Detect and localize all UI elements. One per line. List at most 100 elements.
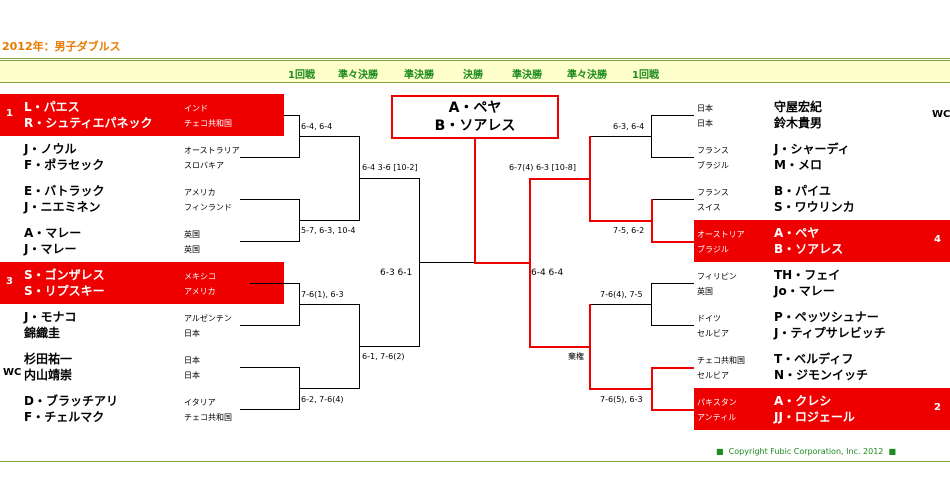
- seed-label: 3: [6, 276, 13, 287]
- country-2: フィンランド: [184, 203, 232, 212]
- country-1: オーストリア: [697, 230, 745, 239]
- player-2: 内山靖崇: [24, 368, 73, 382]
- bracket-line: [651, 157, 694, 158]
- country-2: チェコ共和国: [184, 119, 232, 128]
- player-2: 鈴木貴男: [774, 116, 823, 130]
- player-1: B・パイユ: [774, 184, 831, 198]
- bracket-line: [419, 262, 474, 263]
- round-label-left-r1: 1回戦: [288, 70, 315, 81]
- score-left-r1-1: 6-4, 6-4: [301, 122, 333, 131]
- player-2: Jo・マレー: [774, 284, 835, 298]
- score-right-r1-4: 7-6(5), 6-3: [600, 395, 643, 404]
- country-1: オーストラリア: [184, 146, 240, 155]
- bracket-line: [651, 199, 694, 200]
- bracket-line: [651, 115, 694, 116]
- bracket-line: [240, 157, 299, 158]
- country-2: スイス: [697, 203, 721, 212]
- country-1: チェコ共和国: [697, 356, 745, 365]
- country-2: セルビア: [697, 371, 729, 380]
- bracket-line: [589, 388, 652, 390]
- square-icon: ■: [888, 447, 897, 456]
- bracket-line: [240, 409, 299, 410]
- country-2: 日本: [697, 119, 713, 128]
- bracket-line: [651, 409, 694, 411]
- bracket-line: [589, 220, 652, 222]
- bracket-line: [299, 220, 359, 221]
- bracket-line: [651, 283, 652, 326]
- country-2: 日本: [184, 329, 200, 338]
- player-1: J・モナコ: [24, 310, 77, 324]
- player-1: 守屋宏紀: [774, 100, 823, 114]
- country-2: スロバキア: [184, 161, 224, 170]
- country-1: 英国: [184, 230, 200, 239]
- bracket-line: [240, 325, 299, 326]
- player-2: B・ソアレス: [774, 242, 844, 256]
- copyright: ■ Copyright Fubic Corporation, Inc. 2012…: [716, 447, 896, 456]
- player-1: A・マレー: [24, 226, 82, 240]
- country-2: アメリカ: [184, 287, 216, 296]
- bracket-line: [651, 283, 694, 284]
- country-2: アンティル: [697, 413, 737, 422]
- player-1: J・ノウル: [24, 142, 77, 156]
- country-1: フランス: [697, 188, 729, 197]
- player-1: D・ブラッチアリ: [24, 394, 118, 408]
- country-2: ブラジル: [697, 161, 729, 170]
- bracket-line: [651, 367, 653, 410]
- player-1: A・ペヤ: [774, 226, 820, 240]
- player-2: J・ティプサレビッチ: [774, 326, 886, 340]
- left-team-6: J・モナコ錦織圭 アルゼンチン日本: [0, 304, 284, 346]
- bracket-line: [284, 115, 299, 116]
- seed-label: 1: [6, 108, 13, 119]
- divider: [0, 58, 950, 59]
- player-2: 錦織圭: [24, 326, 61, 340]
- player-1: 杉田祐一: [24, 352, 73, 366]
- player-1: L・パエス: [24, 100, 80, 114]
- score-right-r1-3: 7-6(4), 7-5: [600, 290, 643, 299]
- bracket-line: [240, 367, 299, 368]
- seed-label: 2: [934, 402, 941, 413]
- bracket-line: [651, 115, 652, 158]
- round-label-right-qf: 準々決勝: [567, 70, 607, 81]
- score-left-r1-4: 6-2, 7-6(4): [301, 395, 344, 404]
- bracket-line: [476, 262, 530, 264]
- bracket-line: [651, 325, 694, 326]
- player-2: S・ワウリンカ: [774, 200, 855, 214]
- score-right-r1-1: 6-3, 6-4: [613, 122, 645, 131]
- seed-label: 4: [934, 234, 941, 245]
- round-label-left-sf: 準決勝: [404, 70, 434, 81]
- score-left-qf-2: 6-1, 7-6(2): [362, 352, 405, 361]
- bracket-line: [651, 367, 694, 369]
- player-1: T・ベルディフ: [774, 352, 854, 366]
- player-2: JJ・ロジェール: [774, 410, 855, 424]
- player-1: S・ゴンザレス: [24, 268, 105, 282]
- score-left-qf-1: 6-4 3-6 [10-2]: [362, 163, 418, 172]
- bracket-line: [529, 346, 590, 348]
- bracket-line: [651, 241, 694, 243]
- bracket-line: [299, 388, 359, 389]
- country-1: アルゼンチン: [184, 314, 232, 323]
- square-icon: ■: [716, 447, 724, 456]
- country-1: イタリア: [184, 398, 216, 407]
- bracket-line: [240, 241, 299, 242]
- player-2: S・リプスキー: [24, 284, 105, 298]
- score-left-sf: 6-3 6-1: [380, 268, 413, 278]
- champion-player-1: A・ペヤ: [448, 100, 502, 116]
- player-2: F・チェルマク: [24, 410, 105, 424]
- round-label-final: 決勝: [463, 70, 483, 81]
- round-label-left-qf: 準々決勝: [338, 70, 378, 81]
- round-label-right-sf: 準決勝: [512, 70, 542, 81]
- country-1: 日本: [697, 104, 713, 113]
- bracket-line: [589, 304, 591, 389]
- player-1: TH・フェイ: [774, 268, 841, 282]
- bracket-line: [589, 136, 651, 137]
- divider: [0, 60, 950, 61]
- country-1: フィリピン: [697, 272, 737, 281]
